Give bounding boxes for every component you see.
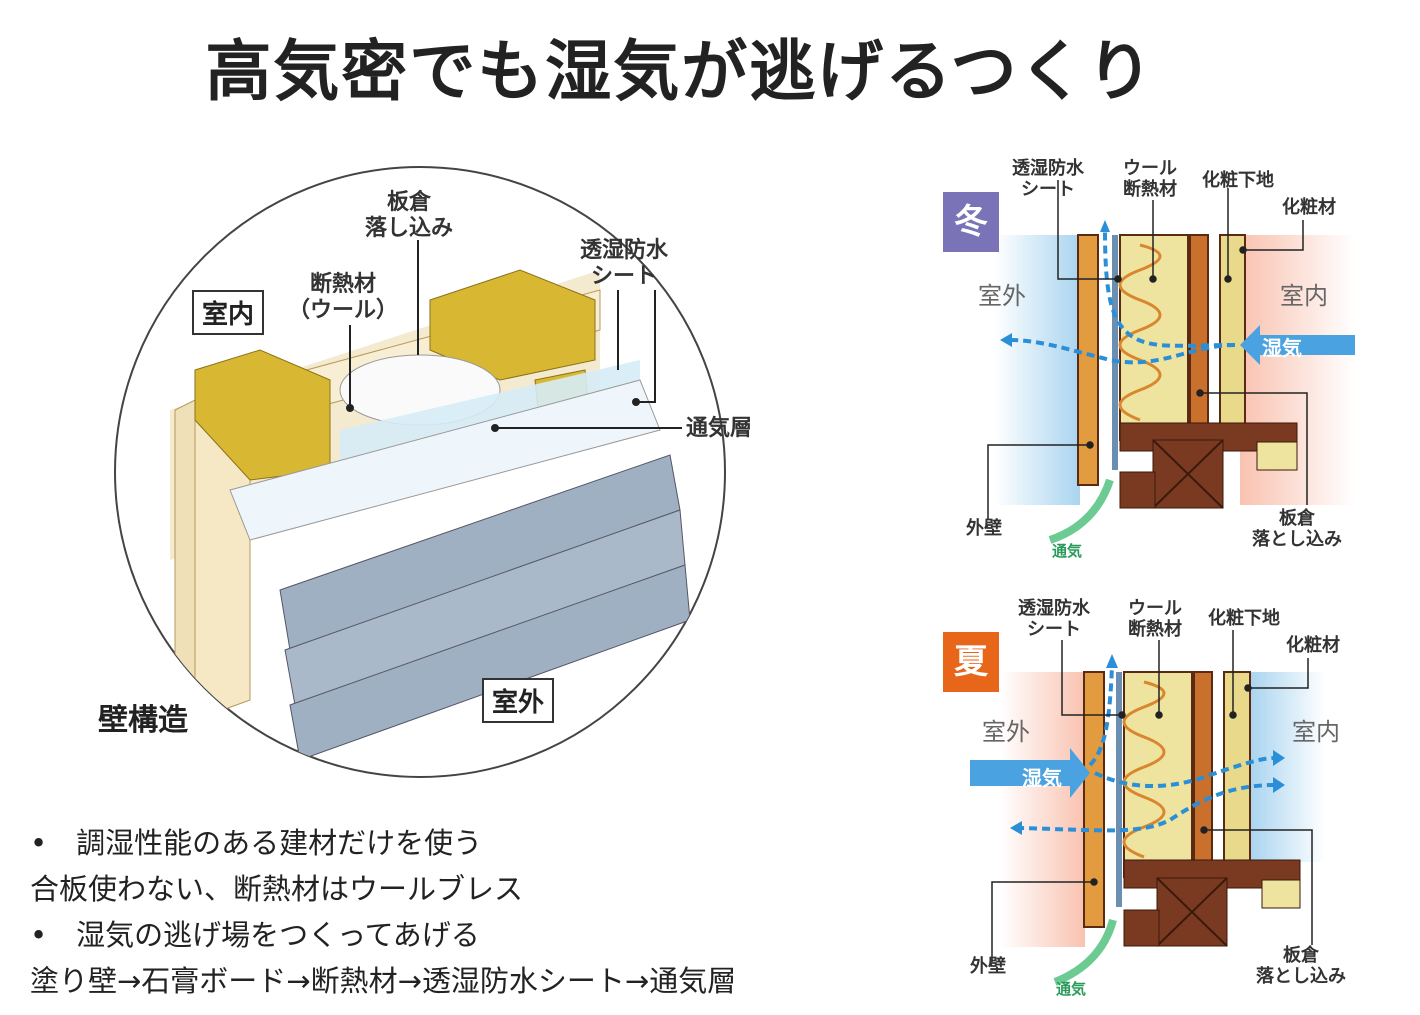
- label-itakura: 板倉 落とし込み: [1256, 945, 1346, 987]
- label-wool: ウール 断熱材: [1128, 598, 1182, 640]
- label-outdoor: 室外: [978, 282, 1026, 310]
- winter-wall-section: 冬 透湿防水 シート ウール 断熱材 化粧下地 化粧材 室外 室内 湿気 外壁 …: [940, 150, 1360, 570]
- label-outdoor: 室外: [982, 718, 1030, 746]
- label-indoor: 室内: [1292, 718, 1340, 746]
- label-indoor: 室内: [1280, 282, 1328, 310]
- label-itakura: 板倉 落とし込み: [1252, 508, 1342, 550]
- label-finish-base: 化粧下地: [1208, 608, 1280, 629]
- summer-wall-section: 夏 透湿防水 シート ウール 断熱材 化粧下地 化粧材 室外 室内 湿気 外壁 …: [940, 590, 1360, 1010]
- label-finish: 化粧材: [1282, 197, 1336, 218]
- bullet-2-detail: 塗り壁→石膏ボード→断熱材→透湿防水シート→通気層: [30, 964, 737, 998]
- winter-badge: 冬: [943, 192, 999, 252]
- wall-structure-illustration: 板倉 落し込み 断熱材 （ウール） 透湿防水 シート 通気層 室内 室外 壁構造: [0, 0, 760, 800]
- label-moisture: 湿気: [1262, 336, 1302, 360]
- label-indoor: 室内: [192, 290, 265, 335]
- label-wool: ウール 断熱材: [1123, 158, 1177, 200]
- winter-section-drawing: [987, 180, 1355, 544]
- bullet-1: • 調湿性能のある建材だけを使う: [30, 826, 483, 860]
- label-finish-base: 化粧下地: [1202, 170, 1274, 191]
- label-outdoor: 室外: [482, 678, 555, 723]
- label-sheet: 透湿防水 シート: [1018, 598, 1090, 640]
- label-outer-wall: 外壁: [970, 956, 1006, 977]
- label-moisture-sheet: 透湿防水 シート: [580, 238, 669, 289]
- bullet-1-detail: 合板使わない、断熱材はウールブレス: [30, 872, 524, 906]
- bullet-2: • 湿気の逃げ場をつくってあげる: [30, 918, 480, 952]
- slide-title: 高気密でも湿気が逃げるつくり: [205, 33, 1155, 110]
- summer-section-drawing: [970, 630, 1325, 986]
- label-itakura: 板倉 落し込み: [365, 190, 454, 241]
- summer-badge: 夏: [943, 632, 999, 692]
- label-ventilation: 通気: [1052, 542, 1083, 560]
- label-finish: 化粧材: [1286, 635, 1340, 656]
- label-insulation: 断熱材 （ウール）: [288, 272, 399, 323]
- label-air-layer: 通気層: [686, 416, 753, 441]
- label-outer-wall: 外壁: [966, 518, 1002, 539]
- wall-structure-drawing: [114, 166, 726, 778]
- label-sheet: 透湿防水 シート: [1012, 158, 1084, 200]
- label-ventilation: 通気: [1056, 980, 1087, 998]
- wall-structure-caption: 壁構造: [98, 703, 188, 738]
- label-moisture: 湿気: [1022, 766, 1062, 790]
